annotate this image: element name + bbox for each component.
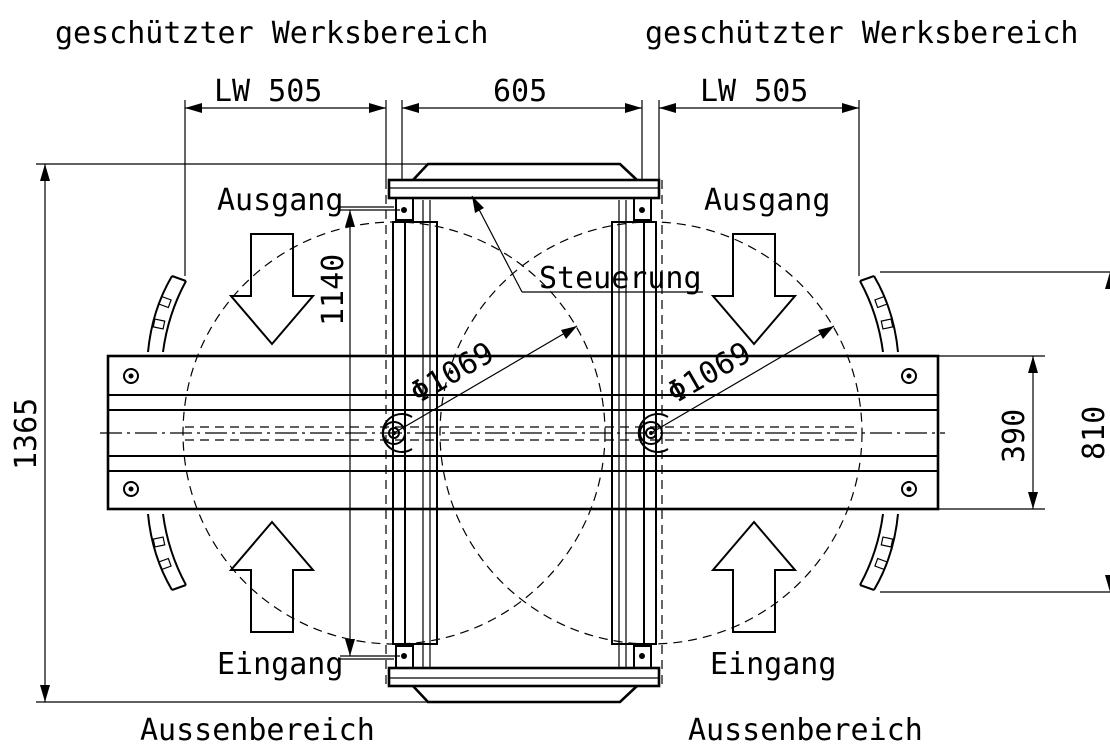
label-exit-right: Ausgang [704,183,830,218]
dim-gate-height: 810 [1077,406,1110,460]
label-protected-right: geschützter Werksbereich [645,16,1078,51]
height-dimension-810 [880,271,1110,593]
label-outside-left: Aussenbereich [140,713,375,747]
label-entry-left: Eingang [217,647,343,682]
gate-wing-left-top [147,275,187,353]
exit-arrow-right-icon [710,233,798,346]
label-entry-right: Eingang [710,647,836,682]
entry-arrow-left-icon [228,520,316,633]
screw-icon [123,481,139,497]
exit-arrow-left-icon [228,233,316,346]
height-dimension-390 [938,355,1045,510]
label-exit-left: Ausgang [217,183,343,218]
dim-lw-left: LW 505 [214,74,322,109]
dim-beam-height: 390 [997,409,1032,463]
frame-bottom [387,645,661,704]
rotor-hub-right [637,413,669,453]
label-outside-right: Aussenbereich [688,713,923,747]
frame-column-left [385,180,438,690]
dim-center-width: 605 [493,74,547,109]
horizontal-beam [100,354,945,511]
diameter-leaders [393,325,835,434]
screw-icon [123,368,139,384]
gate-wing-right-bottom [859,513,899,591]
top-dimension-lines [184,100,860,276]
gate-wing-left-bottom [147,513,187,591]
label-control: Steuerung [539,261,702,296]
entry-arrow-right-icon [710,520,798,633]
dim-column-height: 1140 [316,254,351,326]
screw-icon [901,368,917,384]
screw-icon [901,481,917,497]
gate-wing-right-top [859,275,899,353]
beam-screw-icons [123,368,917,497]
dim-lw-right: LW 505 [700,74,808,109]
dim-total-height: 1365 [9,398,44,470]
height-dimension-1140 [340,209,400,657]
dim-diameter-right: Φ1069 [662,335,758,410]
height-dimension-1365 [36,163,428,703]
dim-diameter-left: Φ1069 [405,335,501,410]
frame-top [387,162,661,221]
label-protected-left: geschützter Werksbereich [55,16,488,51]
control-leader [471,195,703,293]
